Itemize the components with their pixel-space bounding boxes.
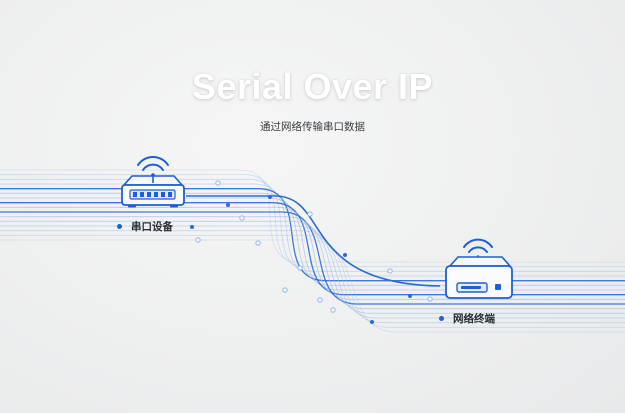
stream-line: [0, 225, 625, 319]
wifi-icon: [137, 156, 169, 177]
stream-line: [0, 202, 625, 296]
stream-dot: [343, 253, 347, 257]
stream-dot: [268, 195, 272, 199]
stream-dot: [195, 237, 201, 243]
stream-line: [0, 188, 625, 282]
stream-line: [0, 234, 625, 328]
stream-dot: [330, 307, 336, 313]
data-stream-lines: [0, 169, 625, 333]
stream-dot: [239, 215, 245, 221]
network-terminal-label: 网络终端: [439, 311, 495, 326]
wifi-icon: [463, 238, 493, 253]
stream-line: [0, 211, 625, 305]
stream-dot: [282, 287, 288, 293]
serial-device-label: 串口设备: [117, 219, 173, 234]
stream-dot: [307, 211, 313, 217]
stream-line: [0, 239, 625, 333]
stream-line: [0, 206, 625, 300]
stream-dot: [370, 320, 374, 324]
stream-node-dots: [190, 180, 458, 324]
node-dot-icon: [117, 224, 122, 229]
network-terminal-icon: [445, 238, 513, 299]
stream-line: [0, 216, 625, 310]
serial-device-label-text: 串口设备: [131, 221, 173, 233]
stream-dot: [215, 180, 221, 186]
stream-dot: [190, 225, 194, 229]
page-subtitle: 通过网络传输串口数据: [260, 121, 365, 133]
router-device-icon: [121, 156, 185, 208]
stream-dot: [427, 296, 433, 302]
device-connection-line: [186, 195, 441, 287]
stream-line: [0, 192, 625, 286]
stream-dot: [297, 265, 303, 271]
node-dot-icon: [439, 316, 444, 321]
stream-line: [0, 197, 625, 291]
stream-line: [0, 220, 625, 314]
stream-dot: [226, 203, 230, 207]
stream-dot: [408, 294, 412, 298]
page-title: Serial Over IP: [191, 66, 434, 107]
stream-dot: [387, 268, 393, 274]
stream-dot: [317, 297, 323, 303]
network-terminal-label-text: 网络终端: [453, 313, 495, 325]
stream-dot: [255, 240, 261, 246]
